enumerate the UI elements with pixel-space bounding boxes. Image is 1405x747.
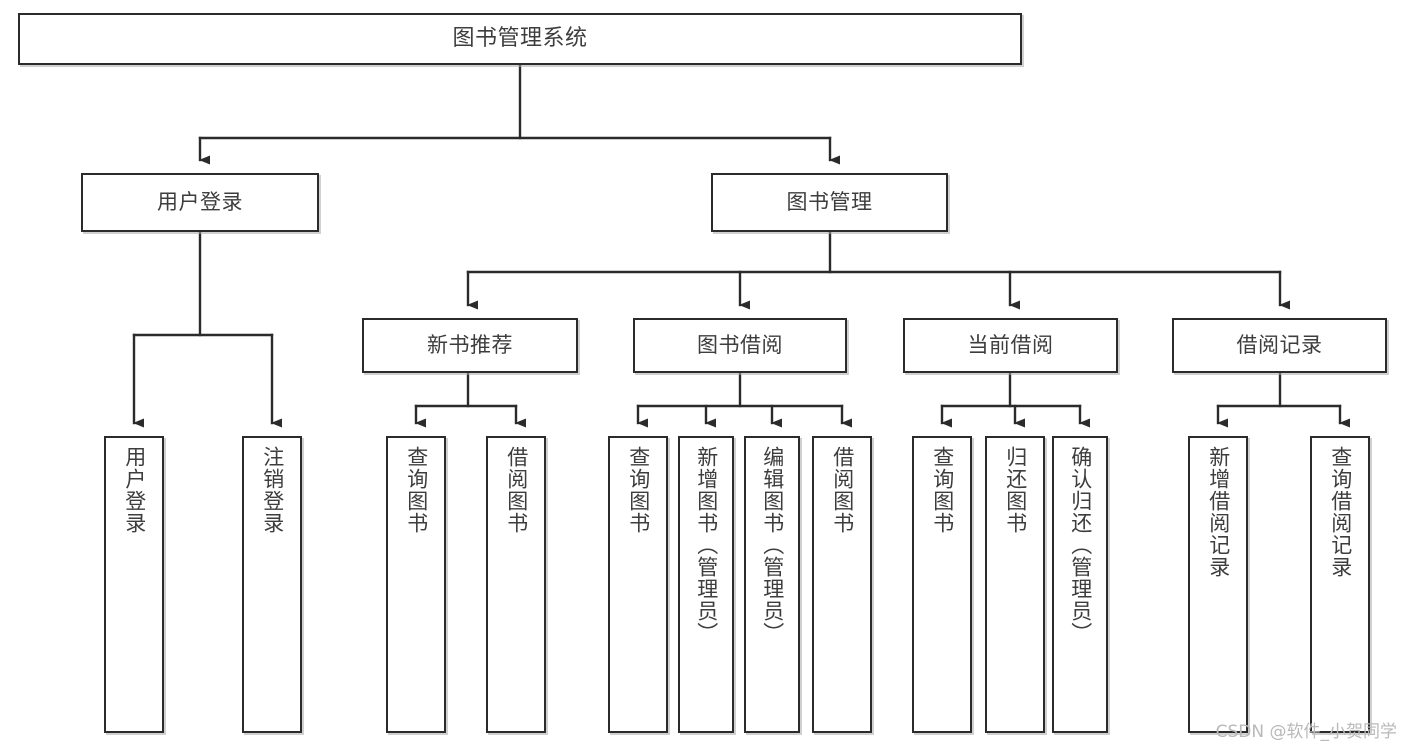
node-root-label: 图书管理系统 [452,26,588,52]
node-leaf-add-book-label: 新增图书（管理员） [694,446,719,644]
node-leaf-edit-book-label: 编辑图书（管理员） [760,446,785,644]
node-leaf-query-book-2-label: 查询图书 [626,446,651,534]
node-leaf-confirm-return-label: 确认归还（管理员） [1068,446,1093,644]
node-leaf-logout[interactable]: 注销登录 [242,436,302,733]
node-leaf-query-book-2[interactable]: 查询图书 [608,436,668,733]
node-user-login[interactable]: 用户登录 [81,173,319,232]
node-leaf-confirm-return[interactable]: 确认归还（管理员） [1052,436,1108,733]
node-leaf-query-borrow-record[interactable]: 查询借阅记录 [1310,436,1370,733]
node-leaf-query-borrow-record-label: 查询借阅记录 [1328,446,1353,578]
node-leaf-user-login[interactable]: 用户登录 [104,436,164,733]
node-borrow-record[interactable]: 借阅记录 [1172,318,1387,373]
node-leaf-query-book-1-label: 查询图书 [404,446,429,534]
watermark-text: CSDN @软件_小贺同学 [1215,722,1397,742]
node-new-book-recommend-label: 新书推荐 [427,333,513,358]
node-book-borrow-label: 图书借阅 [697,333,783,358]
node-leaf-return-book[interactable]: 归还图书 [985,436,1045,733]
node-leaf-add-borrow-record[interactable]: 新增借阅记录 [1188,436,1248,733]
node-leaf-borrow-book-2-label: 借阅图书 [830,446,855,534]
node-book-manage-label: 图书管理 [786,190,873,215]
node-leaf-add-borrow-record-label: 新增借阅记录 [1206,446,1231,578]
node-root[interactable]: 图书管理系统 [18,13,1022,65]
node-leaf-return-book-label: 归还图书 [1003,446,1028,534]
node-leaf-add-book[interactable]: 新增图书（管理员） [678,436,734,733]
node-borrow-record-label: 借阅记录 [1236,333,1323,358]
node-current-borrow-label: 当前借阅 [967,333,1054,358]
node-leaf-borrow-book-2[interactable]: 借阅图书 [812,436,872,733]
node-leaf-user-login-label: 用户登录 [122,446,147,534]
node-leaf-logout-label: 注销登录 [260,446,285,534]
node-book-borrow[interactable]: 图书借阅 [633,318,847,373]
node-book-manage[interactable]: 图书管理 [711,173,948,232]
node-leaf-borrow-book-1-label: 借阅图书 [504,446,529,534]
node-leaf-query-book-3-label: 查询图书 [930,446,955,534]
node-leaf-borrow-book-1[interactable]: 借阅图书 [486,436,546,733]
node-leaf-query-book-1[interactable]: 查询图书 [386,436,446,733]
node-leaf-edit-book[interactable]: 编辑图书（管理员） [744,436,800,733]
node-new-book-recommend[interactable]: 新书推荐 [362,318,578,373]
node-current-borrow[interactable]: 当前借阅 [903,318,1118,373]
node-user-login-label: 用户登录 [157,190,243,215]
node-leaf-query-book-3[interactable]: 查询图书 [912,436,972,733]
